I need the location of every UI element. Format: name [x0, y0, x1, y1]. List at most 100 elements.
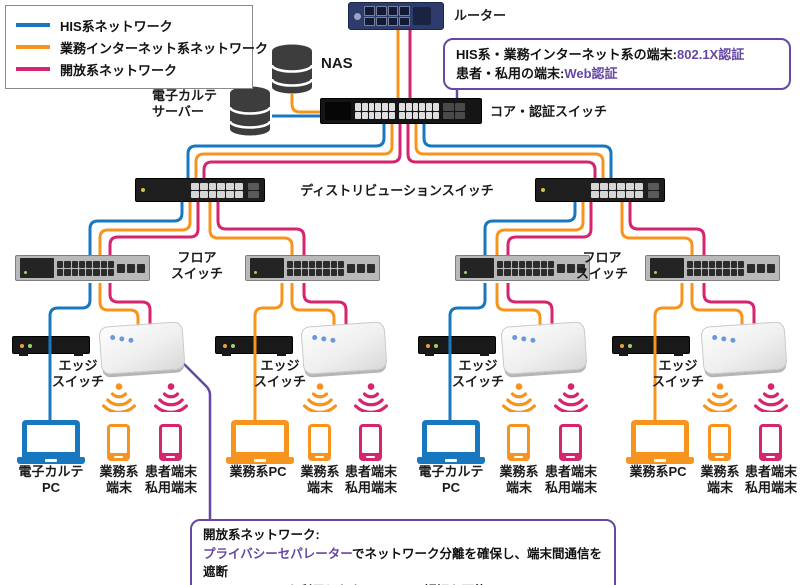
link-core-dist-right-blue	[422, 124, 613, 178]
business-terminal-label: 業務系端末	[700, 464, 740, 495]
edge-switch-leds	[620, 344, 624, 348]
business-line-swatch	[16, 45, 50, 49]
business-terminal-phone	[708, 424, 731, 461]
legend-item-open: 開放系ネットワーク	[16, 58, 242, 80]
patient-terminal-phone	[159, 424, 182, 461]
status-led	[141, 188, 145, 192]
link-dist1-floor1-pink	[108, 202, 200, 255]
link-dist1-floor1-orange	[98, 202, 192, 255]
legend-label: 開放系ネットワーク	[60, 62, 178, 78]
edge-switch-leds	[223, 344, 227, 348]
link-core-dist-left-blue	[186, 124, 386, 178]
legend-item-business: 業務インターネット系ネットワーク	[16, 36, 268, 58]
open-callout-line3: Captive Portalを利用したクライアント認証も可能	[203, 582, 603, 585]
core-switch-ports-a	[355, 103, 395, 119]
edge-switch-label: エッジスイッチ	[51, 358, 105, 389]
edge-switch-leds	[426, 344, 430, 348]
legend-label: HIS系ネットワーク	[60, 18, 173, 34]
legend-item-his: HIS系ネットワーク	[16, 14, 242, 36]
patient-terminal-phone	[359, 424, 382, 461]
distribution-switch-left	[135, 178, 265, 202]
link-dist2-floor3-pink	[506, 202, 593, 255]
floor-switch-1	[15, 255, 150, 281]
nas-icon	[270, 42, 314, 96]
business-terminal-label: 業務系端末	[300, 464, 340, 495]
link-dist1-floor1-blue	[88, 202, 184, 255]
link-floor1-ap1-pink	[108, 283, 152, 328]
router-wan-port	[413, 7, 431, 25]
distribution-switch-right	[535, 178, 665, 202]
link-floor3-ap3-pink	[506, 283, 554, 328]
edge-switch-leds	[20, 344, 24, 348]
ap-leds	[312, 334, 318, 341]
wifi-signal-open-icon	[154, 382, 188, 412]
patient-terminal-phone	[559, 424, 582, 461]
link-core-dist-right-orange	[414, 124, 605, 178]
floor-switch-label: フロア スイッチ	[170, 250, 224, 281]
legend: HIS系ネットワーク 業務インターネット系ネットワーク 開放系ネットワーク	[5, 5, 268, 89]
floor-switch-uplinks	[747, 263, 775, 273]
auth-callout: HIS系・業務インターネット系の端末:802.1X認証 患者・私用の端末:Web…	[443, 38, 791, 90]
open-callout-line1: 開放系ネットワーク:	[203, 528, 320, 542]
floor-switch-ports	[497, 260, 554, 276]
link-dist1-floor2-orange	[208, 202, 294, 255]
wireless-ap-1	[98, 321, 186, 375]
open-callout-line2: プライバシーセパレーターでネットワーク分離を確保し、端末間通信を遮断	[203, 546, 603, 580]
dist-switch-ports	[191, 182, 243, 198]
link-core-dist-left-orange	[194, 124, 394, 178]
ap-leds	[110, 334, 116, 341]
link-dist2-floor4-pink	[628, 202, 706, 255]
open-network-callout: 開放系ネットワーク: プライバシーセパレーターでネットワーク分離を確保し、端末間…	[190, 519, 616, 585]
business-terminal-phone	[308, 424, 331, 461]
core-switch-panel	[325, 102, 351, 120]
floor-switch-label: フロア スイッチ	[575, 250, 629, 281]
business-terminal-phone	[107, 424, 130, 461]
floor-switch-panel	[250, 258, 284, 278]
dist-switch-ports	[591, 182, 643, 198]
business-pc-label: 業務系PC	[229, 464, 287, 479]
core-switch-label: コア・認証スイッチ	[490, 104, 608, 119]
core-switch-sfp	[443, 103, 465, 119]
wifi-signal-business-icon	[303, 382, 337, 412]
patient-terminal-phone	[759, 424, 782, 461]
wifi-signal-open-icon	[354, 382, 388, 412]
ehr-server-label: 電子カルテ サーバー	[152, 88, 218, 119]
floor-switch-2	[245, 255, 380, 281]
floor-switch-uplinks	[117, 263, 145, 273]
edge-switch-3	[418, 336, 496, 356]
link-dist2-floor4-orange	[620, 202, 694, 255]
floor-switch-panel	[650, 258, 684, 278]
wireless-ap-2	[300, 321, 388, 375]
edge-switch-label: エッジスイッチ	[651, 358, 705, 389]
edge-switch-label: エッジスイッチ	[451, 358, 505, 389]
router-logo	[354, 12, 361, 20]
open-line-swatch	[16, 67, 50, 71]
ehr-pc-laptop	[417, 420, 485, 464]
edge-switch-label: エッジスイッチ	[253, 358, 307, 389]
business-pc-laptop	[226, 420, 294, 464]
link-floor2-ap2-pink	[302, 283, 348, 328]
patient-terminal-label: 患者端末私用端末	[544, 464, 598, 495]
his-line-swatch	[16, 23, 50, 27]
legend-label: 業務インターネット系ネットワーク	[60, 40, 269, 56]
wireless-ap-4	[700, 321, 788, 375]
wifi-signal-business-icon	[102, 382, 136, 412]
business-terminal-label: 業務系端末	[99, 464, 139, 495]
floor-switch-ports	[687, 260, 744, 276]
ehr-pc-laptop	[17, 420, 85, 464]
wifi-signal-open-icon	[554, 382, 588, 412]
floor-switch-4	[645, 255, 780, 281]
wireless-ap-3	[500, 321, 588, 375]
auth-callout-line2: 患者・私用の端末:Web認証	[456, 66, 618, 81]
core-auth-switch	[320, 98, 482, 124]
floor-switch-ports	[287, 260, 344, 276]
ap-leds	[712, 334, 718, 341]
ehr-server-icon	[228, 84, 272, 138]
link-core-dist-right-pink	[406, 124, 597, 178]
ap-leds	[512, 334, 518, 341]
business-pc-laptop	[626, 420, 694, 464]
link-dist2-floor3-orange	[495, 202, 585, 255]
edge-switch-4	[612, 336, 690, 356]
floor-switch-3	[455, 255, 590, 281]
